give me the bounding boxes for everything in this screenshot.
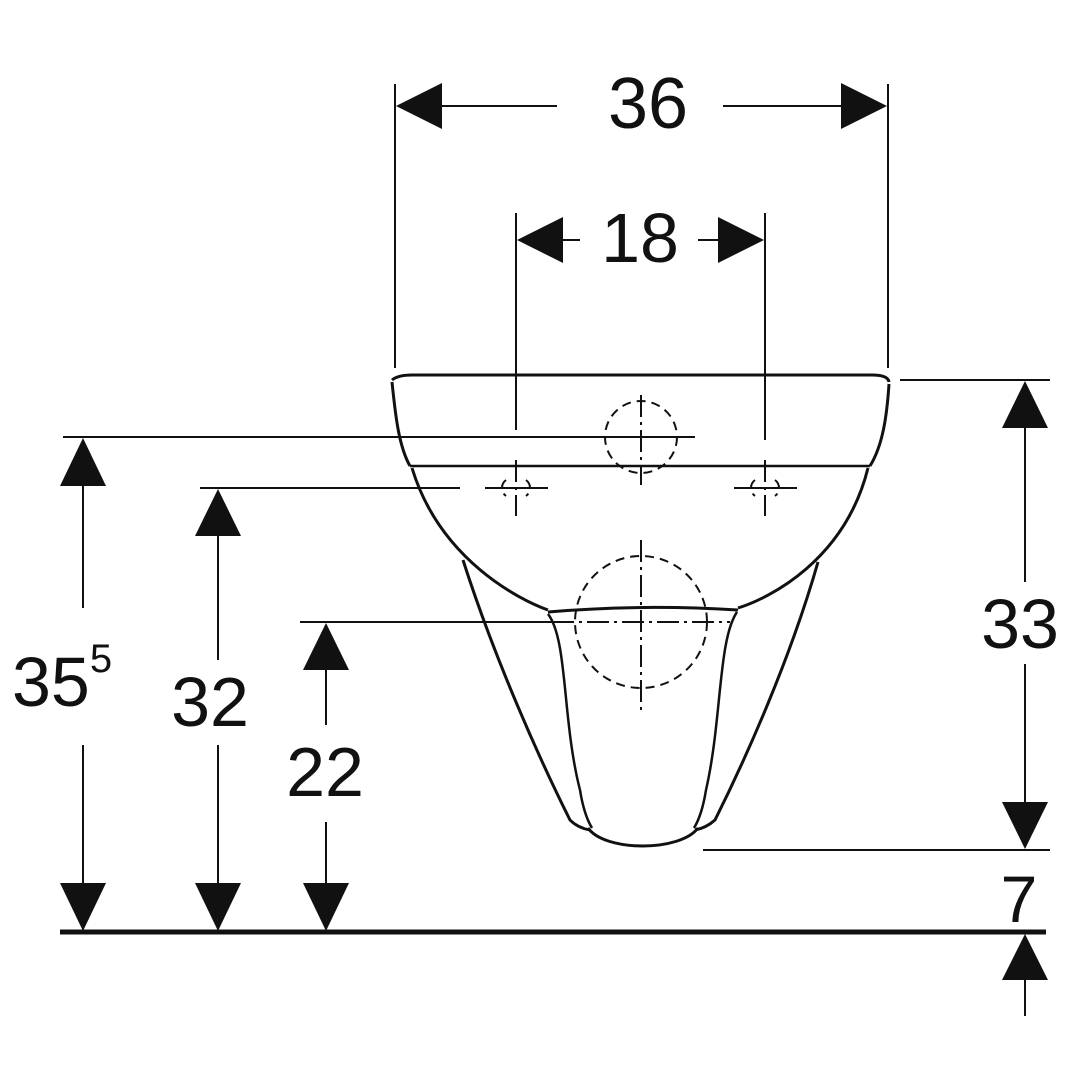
label-fixing-height: 355 <box>12 637 112 721</box>
arrow-up <box>195 489 241 536</box>
label-outlet-height: 22 <box>286 733 364 811</box>
dimension-bolt-height: 32 <box>171 489 249 931</box>
dimension-floor-gap: 7 <box>1001 862 1048 1016</box>
arrow-left <box>396 83 442 129</box>
trap-bottom <box>586 826 700 848</box>
arrow-right <box>718 217 764 263</box>
left-fixing-hole <box>485 460 548 516</box>
bowl-bottom-edge <box>547 605 739 614</box>
extension-lines <box>60 84 1050 935</box>
label-floor-gap: 7 <box>1001 862 1038 936</box>
arrow-down <box>303 883 349 931</box>
toilet-outline <box>390 373 891 848</box>
label-bolt-height: 32 <box>171 663 249 741</box>
dimension-fixing-height: 355 <box>12 438 112 931</box>
bowl-left-curve <box>410 467 549 612</box>
hidden-features <box>485 395 797 712</box>
arrow-down <box>1002 802 1048 849</box>
label-fixing-height-main: 35 <box>12 643 90 721</box>
pedestal-left-side <box>461 559 591 832</box>
rim-top-edge <box>391 373 891 383</box>
label-fixing-height-sup: 5 <box>90 637 112 681</box>
arrow-down <box>60 883 106 931</box>
arrow-up <box>60 438 106 486</box>
arrow-right <box>841 83 887 129</box>
dimension-bowl-depth: 33 <box>981 381 1059 849</box>
label-overall-width: 36 <box>608 64 688 144</box>
dimension-overall-width: 36 <box>396 64 887 144</box>
right-fixing-hole <box>734 460 797 516</box>
arrow-up <box>303 623 349 670</box>
trap-left-inner <box>546 613 594 829</box>
rim-right-edge <box>868 383 891 467</box>
arrow-down <box>195 883 241 931</box>
rim-left-edge <box>390 381 412 467</box>
arrow-left <box>517 217 563 263</box>
bowl-right-curve <box>737 467 870 610</box>
trap-right-inner <box>692 611 739 829</box>
pedestal-right-side <box>694 561 820 832</box>
dimension-outlet-height: 22 <box>286 623 364 931</box>
arrow-up <box>1002 381 1048 428</box>
dimension-fixing-spacing: 18 <box>517 199 764 277</box>
label-fixing-spacing: 18 <box>601 199 679 277</box>
label-bowl-depth: 33 <box>981 585 1059 663</box>
arrow-up <box>1002 934 1048 980</box>
